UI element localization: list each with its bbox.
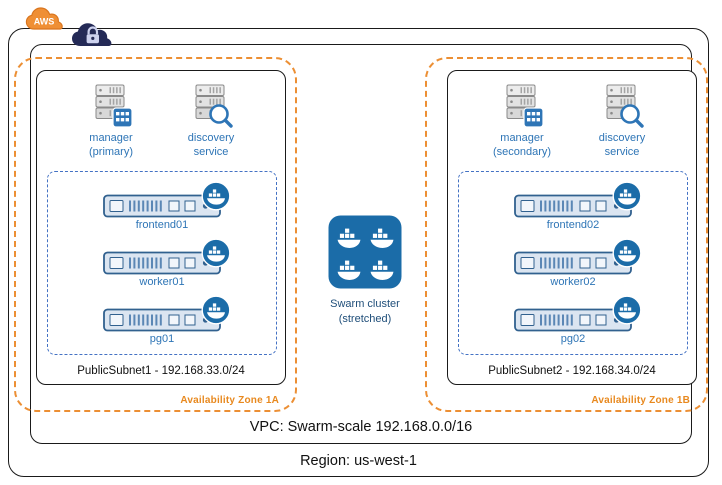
region-container: Region: us-west-1 bbox=[8, 28, 709, 477]
node-label: frontend01 bbox=[135, 219, 189, 231]
manager-secondary-node: manager (secondary) bbox=[472, 83, 572, 159]
node-worker01: worker01 bbox=[87, 238, 237, 288]
docker-whale-icon bbox=[201, 295, 231, 325]
node-frontend01: frontend01 bbox=[87, 181, 237, 231]
public-subnet-2: manager (secondary) discovery service bbox=[447, 70, 697, 385]
docker-whale-icon bbox=[201, 181, 231, 211]
subnet2-services-row: manager (secondary) discovery service bbox=[448, 83, 696, 159]
node-label: frontend02 bbox=[546, 219, 600, 231]
swarm-cluster-label: Swarm cluster (stretched) bbox=[320, 297, 410, 327]
az-1a-label: Availability Zone 1A bbox=[180, 395, 279, 406]
aws-cloud-icon: AWS bbox=[25, 7, 63, 30]
discovery-label: discovery service bbox=[161, 131, 261, 159]
manager-label: manager (secondary) bbox=[472, 131, 572, 159]
discovery-service-node: discovery service bbox=[572, 83, 672, 159]
vpc-lock-cloud-icon bbox=[70, 16, 116, 54]
swarm-cluster-icon bbox=[328, 215, 402, 289]
swarm-label-line1: Swarm cluster bbox=[330, 298, 400, 310]
discovery-label: discovery service bbox=[572, 131, 672, 159]
manager-label-line2: (secondary) bbox=[492, 146, 552, 158]
docker-whale-icon bbox=[612, 181, 642, 211]
manager-primary-node: manager (primary) bbox=[61, 83, 161, 159]
swarm-label-line2: (stretched) bbox=[338, 313, 392, 325]
node-label: pg01 bbox=[149, 333, 175, 345]
discovery-service-icon bbox=[606, 84, 644, 128]
node-frontend02: frontend02 bbox=[498, 181, 648, 231]
docker-nodes-group-1: frontend01 worker01 pg01 bbox=[47, 171, 277, 355]
swarm-cluster: Swarm cluster (stretched) bbox=[320, 214, 410, 327]
subnet1-services-row: manager (primary) discovery service bbox=[37, 83, 285, 159]
manager-label: manager (primary) bbox=[61, 131, 161, 159]
discovery-service-node: discovery service bbox=[161, 83, 261, 159]
node-pg01: pg01 bbox=[87, 295, 237, 345]
aws-logo-text: AWS bbox=[34, 17, 55, 27]
manager-label-line2: (primary) bbox=[89, 146, 133, 158]
manager-label-line1: manager bbox=[89, 132, 133, 144]
node-label: worker02 bbox=[550, 276, 596, 288]
public-subnet-1: manager (primary) discovery service bbox=[36, 70, 286, 385]
discovery-label-line2: service bbox=[193, 146, 229, 158]
aws-logo: AWS bbox=[24, 4, 66, 38]
az-1b-label: Availability Zone 1B bbox=[591, 395, 690, 406]
manager-server-icon bbox=[95, 84, 133, 128]
docker-whale-icon bbox=[612, 238, 642, 268]
subnet2-label: PublicSubnet2 - 192.168.34.0/24 bbox=[488, 365, 656, 377]
discovery-label-line1: discovery bbox=[187, 132, 235, 144]
docker-whale-icon bbox=[201, 238, 231, 268]
docker-whale-icon bbox=[612, 295, 642, 325]
node-label: worker01 bbox=[139, 276, 185, 288]
discovery-label-line2: service bbox=[604, 146, 640, 158]
availability-zone-1a: manager (primary) discovery service bbox=[14, 57, 297, 412]
discovery-service-icon bbox=[195, 84, 233, 128]
vpc-label: VPC: Swarm-scale 192.168.0.0/16 bbox=[249, 419, 473, 435]
docker-nodes-group-2: frontend02 worker02 pg02 bbox=[458, 171, 688, 355]
node-pg02: pg02 bbox=[498, 295, 648, 345]
availability-zone-1b: manager (secondary) discovery service bbox=[425, 57, 708, 412]
lock-cloud-icon bbox=[72, 23, 112, 46]
discovery-label-line1: discovery bbox=[598, 132, 646, 144]
region-label: Region: us-west-1 bbox=[300, 453, 417, 469]
subnet1-label: PublicSubnet1 - 192.168.33.0/24 bbox=[77, 365, 245, 377]
manager-label-line1: manager bbox=[500, 132, 544, 144]
node-label: pg02 bbox=[560, 333, 586, 345]
node-worker02: worker02 bbox=[498, 238, 648, 288]
manager-server-icon bbox=[506, 84, 544, 128]
